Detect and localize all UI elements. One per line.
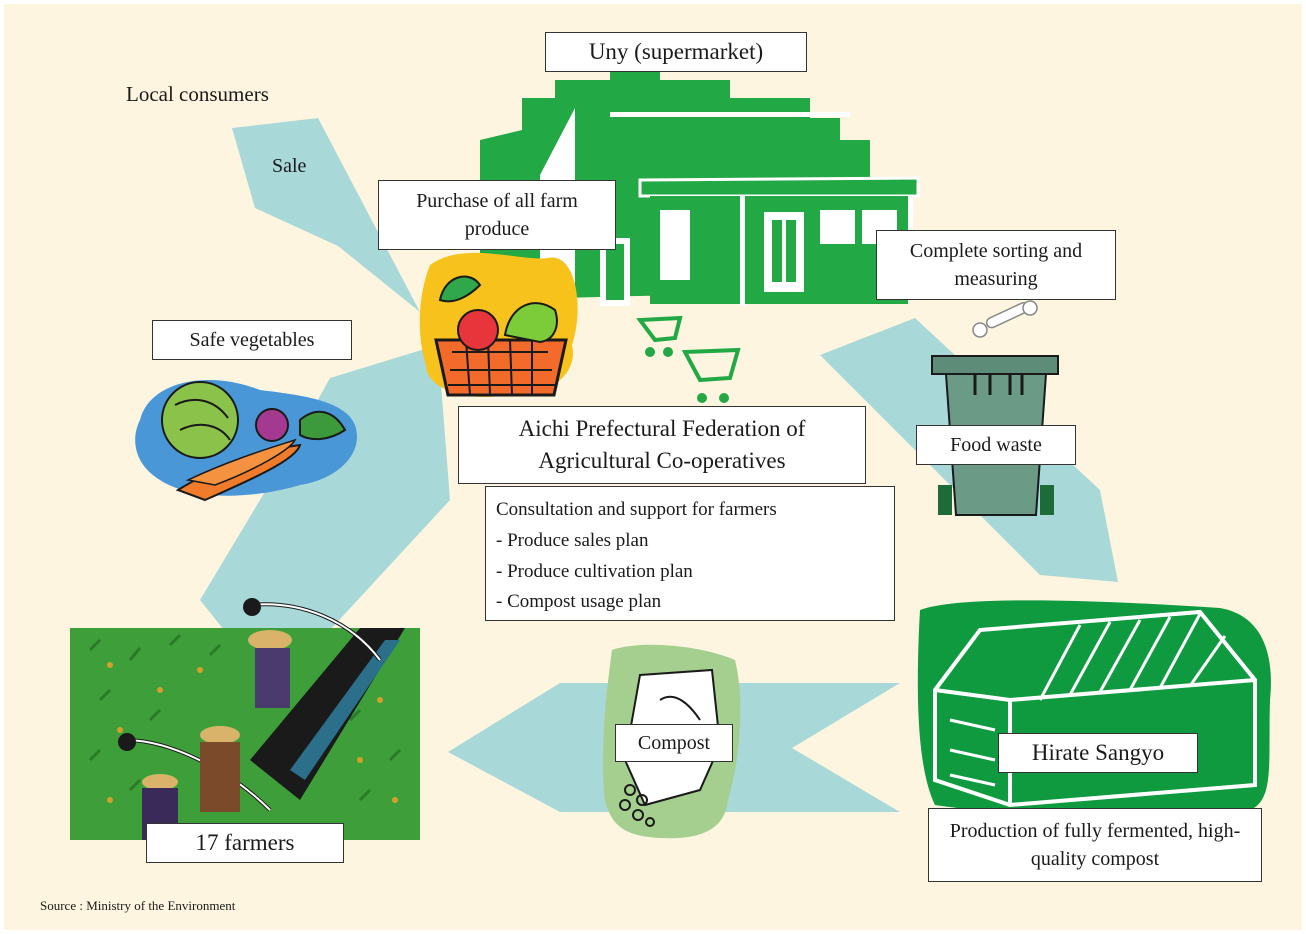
- vegetables-icon: [135, 380, 357, 502]
- source-note: Source : Ministry of the Environment: [40, 898, 236, 913]
- vegetable-basket-icon: [419, 252, 578, 397]
- support-box: Consultation and support for farmers - P…: [485, 486, 895, 621]
- shopping-cart-icon: [636, 315, 741, 403]
- purchase-label: Purchase of all farm produce: [378, 180, 616, 250]
- food-waste-label: Food waste: [916, 425, 1076, 465]
- farmers-to-federation-arrow: [200, 345, 450, 650]
- support-item-sales: - Produce sales plan: [496, 529, 649, 551]
- production-label: Production of fully fermented, high-qual…: [928, 808, 1262, 882]
- local-consumers-label: Local consumers: [126, 82, 269, 106]
- compost-label: Compost: [615, 724, 733, 762]
- support-list: - Produce sales plan - Produce cultivati…: [496, 526, 884, 618]
- farmers-label: 17 farmers: [146, 823, 344, 863]
- sorting-label: Complete sorting and measuring: [876, 230, 1116, 300]
- supermarket-label: Uny (supermarket): [545, 32, 807, 72]
- safe-vegetables-label: Safe vegetables: [152, 320, 352, 360]
- support-item-cultivation: - Produce cultivation plan: [496, 560, 693, 582]
- hirate-sangyo-label: Hirate Sangyo: [998, 733, 1198, 773]
- bone-icon: [972, 300, 1038, 338]
- federation-label: Aichi Prefectural Federation of Agricult…: [458, 406, 866, 484]
- support-title: Consultation and support for farmers: [496, 499, 777, 520]
- sale-arrow: [232, 118, 420, 312]
- sale-label: Sale: [272, 155, 307, 177]
- support-item-compost: - Compost usage plan: [496, 591, 662, 613]
- farmers-field-icon: [70, 598, 420, 840]
- greenhouse-icon: [917, 600, 1271, 817]
